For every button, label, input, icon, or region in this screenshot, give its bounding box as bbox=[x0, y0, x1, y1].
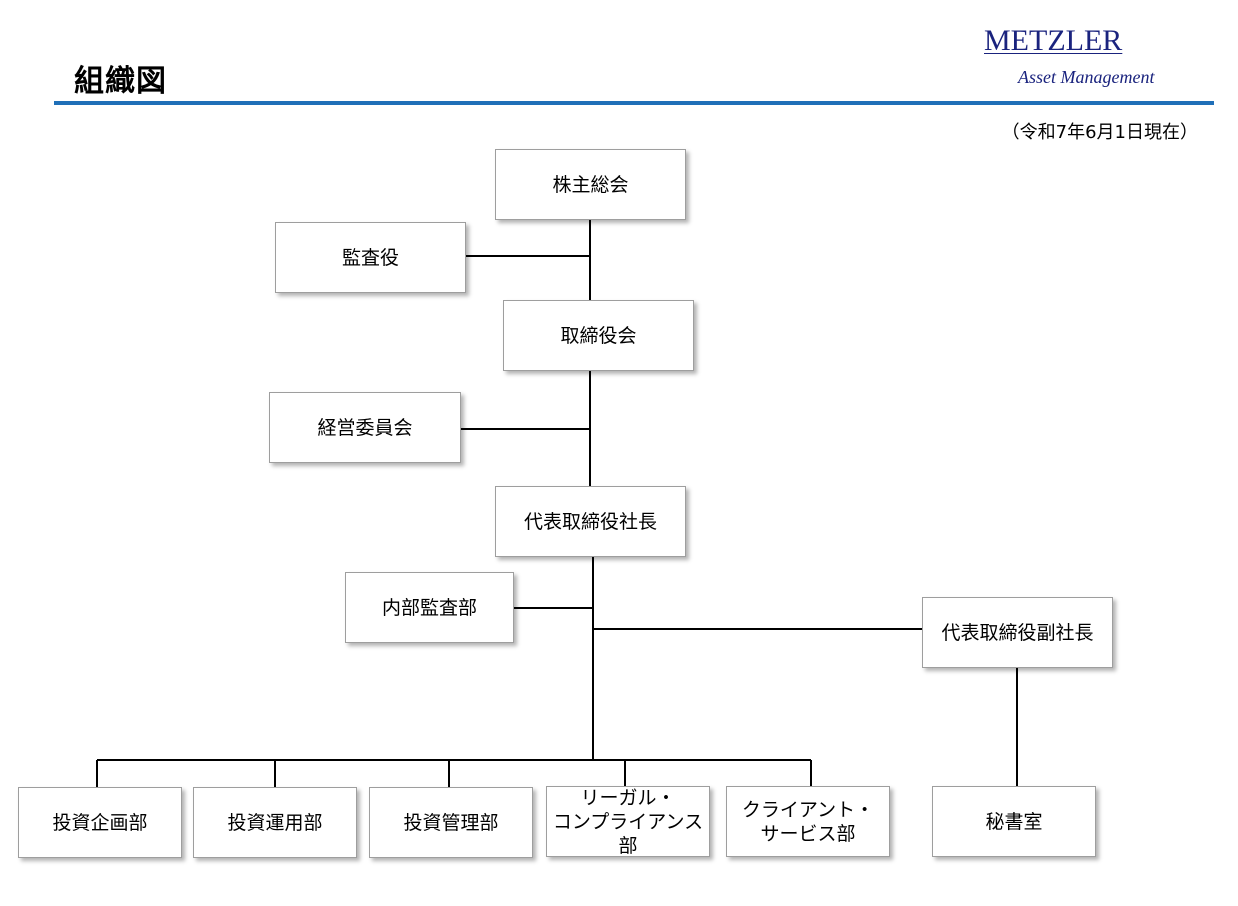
company-logo-subtitle: Asset Management bbox=[1018, 67, 1155, 87]
investment-planning-dept-box: 投資企画部 bbox=[18, 787, 182, 858]
vice-president-box: 代表取締役副社長 bbox=[922, 597, 1113, 668]
president-box: 代表取締役社長 bbox=[495, 486, 686, 557]
auditor-box: 監査役 bbox=[275, 222, 466, 293]
client-service-dept-box: クライアント・ サービス部 bbox=[726, 786, 890, 857]
investment-administration-dept-box: 投資管理部 bbox=[369, 787, 533, 858]
legal-compliance-dept-box: リーガル・ コンプライアンス部 bbox=[546, 786, 710, 857]
secretariat-box: 秘書室 bbox=[932, 786, 1096, 857]
as-of-date: （令和7年6月1日現在） bbox=[1001, 122, 1198, 143]
shareholders-meeting-box: 株主総会 bbox=[495, 149, 686, 220]
board-of-directors-box: 取締役会 bbox=[503, 300, 694, 371]
management-committee-box: 経営委員会 bbox=[269, 392, 461, 463]
investment-management-dept-box: 投資運用部 bbox=[193, 787, 357, 858]
company-logo-text: METZLER bbox=[984, 24, 1123, 57]
internal-audit-box: 内部監査部 bbox=[345, 572, 514, 643]
page-title: 組織図 bbox=[74, 64, 167, 99]
header-divider bbox=[54, 101, 1214, 105]
